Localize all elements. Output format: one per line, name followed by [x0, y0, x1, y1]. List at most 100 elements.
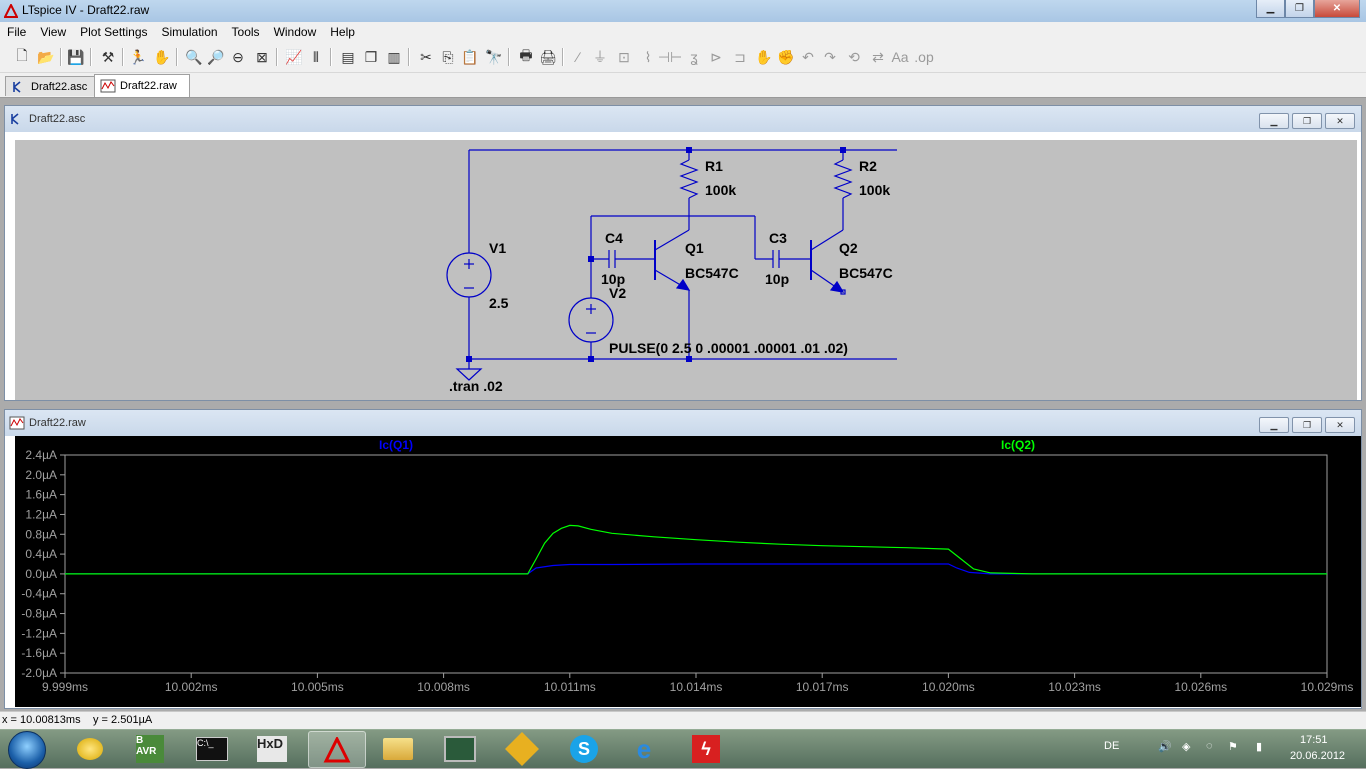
- child-minimize-button[interactable]: ▁: [1259, 113, 1289, 129]
- child-restore-button[interactable]: ❐: [1292, 113, 1322, 129]
- schematic-window-titlebar: Draft22.asc ▁ ❐ ✕: [5, 106, 1361, 132]
- menu-window[interactable]: Window: [273, 25, 317, 39]
- minimize-button[interactable]: ▁: [1256, 0, 1285, 18]
- open-schematic-icon[interactable]: 🗋: [16, 47, 28, 63]
- menu-plot-settings[interactable]: Plot Settings: [80, 25, 148, 39]
- menu-help[interactable]: Help: [330, 25, 355, 39]
- battery-icon[interactable]: ▮: [1256, 741, 1263, 753]
- window-title: LTspice IV - Draft22.raw: [22, 3, 150, 17]
- close-button[interactable]: ✕: [1314, 0, 1360, 18]
- paste-icon[interactable]: 📋: [461, 48, 479, 65]
- r2-symbol: [833, 159, 853, 199]
- language-indicator[interactable]: DE: [1104, 740, 1120, 752]
- clock-date[interactable]: 20.06.2012: [1290, 750, 1346, 762]
- menu-view[interactable]: View: [40, 25, 67, 39]
- wire-icon[interactable]: ∕: [576, 49, 580, 65]
- text-icon[interactable]: Aa: [891, 49, 909, 65]
- internet-explorer-icon[interactable]: e: [636, 733, 652, 764]
- mirror-icon[interactable]: ⇄: [872, 48, 884, 65]
- coin-app-icon[interactable]: [62, 731, 118, 766]
- diode-icon[interactable]: ⊳: [710, 48, 722, 65]
- volume-icon[interactable]: 🔊: [1158, 741, 1172, 753]
- menu-tools[interactable]: Tools: [231, 25, 260, 39]
- halt-icon[interactable]: ✋: [153, 48, 171, 65]
- flash-app-icon[interactable]: ϟ: [678, 731, 734, 766]
- run-icon[interactable]: 🏃: [129, 48, 147, 65]
- zoom-pan-icon[interactable]: 🔎: [207, 48, 225, 65]
- ltspice-task-icon[interactable]: [308, 731, 366, 768]
- mdi-workspace: Draft22.asc ▁ ❐ ✕: [0, 98, 1366, 710]
- ground-icon[interactable]: ⏚: [593, 49, 607, 65]
- command-prompt-icon[interactable]: C:\_: [184, 731, 240, 766]
- file-explorer-icon[interactable]: [370, 731, 426, 766]
- document-tab-bar: Draft22.asc Draft22.raw: [0, 73, 1366, 98]
- tab-draft22-asc[interactable]: Draft22.asc: [5, 76, 97, 96]
- ltspice-logo-icon: [4, 4, 18, 18]
- y-tick-label: 2.0µA: [25, 468, 57, 482]
- tile-vertical-icon[interactable]: ▥: [387, 48, 401, 65]
- component-icon[interactable]: ⊐: [734, 48, 746, 65]
- child-restore-button[interactable]: ❐: [1292, 417, 1322, 433]
- sync-icon[interactable]: ◌: [1206, 740, 1213, 752]
- cut-icon[interactable]: ✂: [420, 48, 432, 65]
- avr-studio-icon[interactable]: B AVR: [122, 731, 178, 766]
- print-icon[interactable]: 🖨: [539, 48, 557, 65]
- menu-simulation[interactable]: Simulation: [161, 25, 218, 39]
- open-folder-icon[interactable]: 📂: [37, 48, 55, 65]
- legend-label: Ic(Q2): [1001, 438, 1035, 452]
- q1-value: BC547C: [685, 265, 739, 281]
- inductor-icon[interactable]: ʓ: [690, 49, 698, 65]
- schematic-icon: [11, 113, 19, 125]
- tab-label: Draft22.asc: [31, 80, 88, 93]
- child-close-button[interactable]: ✕: [1325, 417, 1355, 433]
- clock-time[interactable]: 17:51: [1300, 734, 1328, 746]
- skype-icon[interactable]: S: [556, 731, 612, 766]
- window-titlebar: LTspice IV - Draft22.raw ▁ ❐ ✕: [0, 0, 1366, 22]
- c4-value: 10p: [601, 271, 625, 287]
- flag-icon[interactable]: ⚑: [1228, 741, 1238, 753]
- c4-name: C4: [605, 230, 623, 246]
- resistor-icon[interactable]: ⌇: [644, 48, 652, 65]
- capacitor-icon[interactable]: ⊣⊢: [657, 48, 683, 65]
- cascade-windows-icon[interactable]: ❐: [364, 48, 378, 65]
- x-tick-label: 10.017ms: [796, 680, 849, 694]
- dropbox-icon[interactable]: ◈: [1182, 741, 1191, 753]
- tile-horizontal-icon[interactable]: ▤: [341, 48, 355, 65]
- x-tick-label: 10.020ms: [922, 680, 975, 694]
- move-icon[interactable]: ✋: [755, 48, 773, 65]
- y-tick-label: -2.0µA: [21, 666, 57, 680]
- zoom-in-icon[interactable]: 🔍: [185, 48, 203, 65]
- print-setup-icon[interactable]: 🖶: [519, 47, 533, 63]
- zoom-fit-icon[interactable]: ⊠: [256, 48, 268, 65]
- monitor-app-icon[interactable]: [432, 731, 488, 766]
- spice-directive-icon[interactable]: .op: [914, 49, 934, 65]
- redo-icon[interactable]: ↷: [824, 48, 836, 65]
- menu-file[interactable]: File: [7, 25, 27, 39]
- rotate-icon[interactable]: ⟲: [848, 48, 860, 65]
- hxd-editor-icon[interactable]: HxD: [244, 731, 300, 766]
- c3-name: C3: [769, 230, 787, 246]
- maximize-button[interactable]: ❐: [1285, 0, 1314, 18]
- y-tick-label: -0.4µA: [21, 587, 57, 601]
- schematic-canvas[interactable]: R1 100k R2 100k V1 2.5 C4 10p V2 PULSE(0…: [15, 140, 1357, 400]
- undo-icon[interactable]: ↶: [802, 48, 814, 65]
- autorange-icon[interactable]: 📈: [285, 48, 303, 65]
- x-tick-label: 10.005ms: [291, 680, 344, 694]
- control-panel-icon[interactable]: ⚒: [101, 48, 115, 65]
- r2-value: 100k: [859, 182, 890, 198]
- network-app-icon[interactable]: [494, 731, 550, 766]
- zoom-out-icon[interactable]: ⊖: [232, 48, 244, 65]
- copy-icon[interactable]: ⎘: [442, 48, 454, 65]
- drag-icon[interactable]: ✊: [777, 48, 795, 65]
- plot-settings-icon[interactable]: ⫴: [313, 48, 319, 65]
- start-button[interactable]: [8, 731, 46, 769]
- child-minimize-button[interactable]: ▁: [1259, 417, 1289, 433]
- tab-draft22-raw[interactable]: Draft22.raw: [94, 74, 190, 97]
- y-tick-label: -1.2µA: [21, 626, 57, 640]
- child-close-button[interactable]: ✕: [1325, 113, 1355, 129]
- find-icon[interactable]: 🔭: [485, 48, 503, 65]
- label-net-icon[interactable]: ⊡: [618, 48, 630, 65]
- save-icon[interactable]: 💾: [67, 48, 85, 65]
